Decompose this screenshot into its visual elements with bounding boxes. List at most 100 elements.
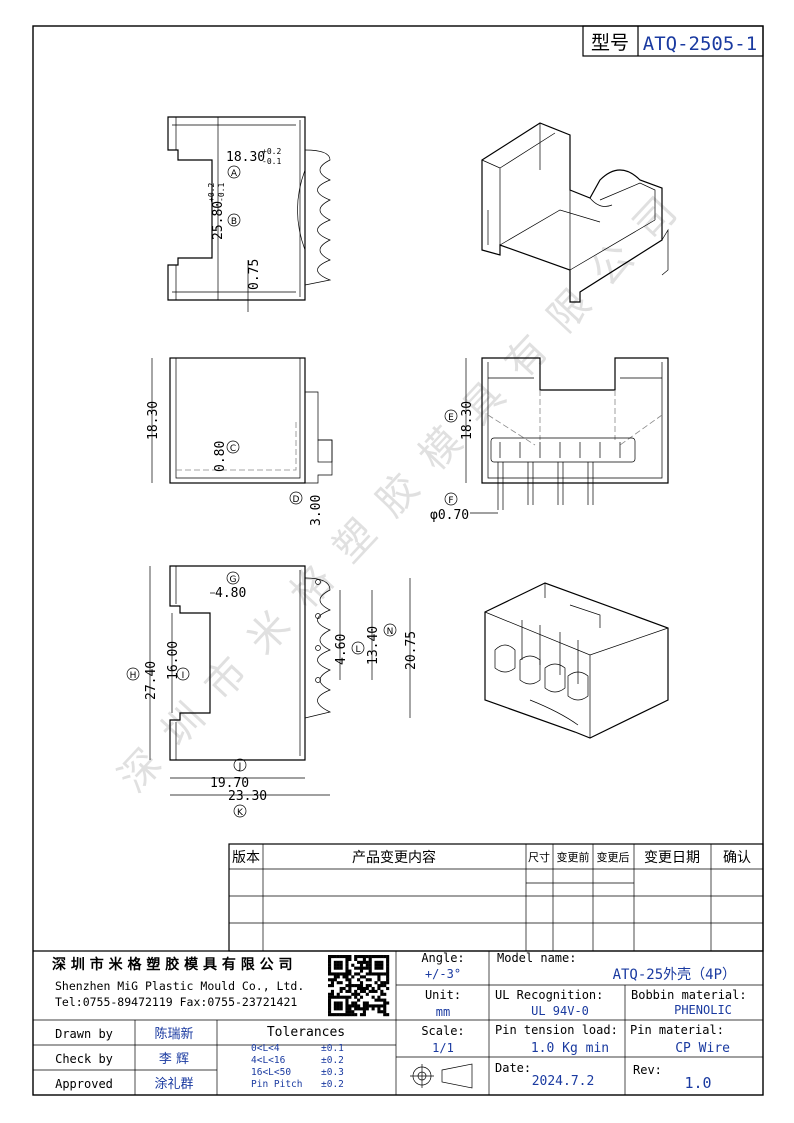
- ul-value: UL 94V-0: [531, 1004, 589, 1018]
- tolerance-range: 4<L<16: [251, 1055, 286, 1066]
- top-view: 18.30 +0.2 -0.1 A 25.80 +0.2 -0.1 B 0.75: [167, 116, 332, 312]
- rev-header-before: 变更前: [557, 850, 590, 864]
- bobbin-value: PHENOLIC: [674, 1003, 732, 1017]
- drawn-by-label: Drawn by: [55, 1027, 113, 1041]
- bottom-n-value: 13.40: [366, 626, 381, 665]
- watermark-char: 米: [239, 603, 300, 664]
- marker-a: A: [231, 169, 238, 179]
- front-height: 18.30: [146, 401, 161, 440]
- bottom-k-value: 23.30: [228, 789, 267, 804]
- dim-a-value: 18.30: [226, 150, 265, 165]
- check-by-value: 李 辉: [159, 1052, 189, 1067]
- watermark-char: 深: [110, 741, 171, 802]
- watermark-char: 公: [582, 235, 643, 296]
- tolerances-label: Tolerances: [267, 1025, 345, 1040]
- approved-label: Approved: [55, 1077, 113, 1091]
- watermark-char: 胶: [368, 465, 429, 526]
- side-pin-dia: φ0.70: [430, 508, 469, 523]
- marker-n: N: [387, 627, 394, 637]
- sheet-border: [32, 25, 764, 1096]
- pin-tension-value: 1.0 Kg min: [531, 1041, 609, 1056]
- title-block: 深 圳 市 米 格 塑 胶 模 具 有 限 公 司 Shenzhen MiG P…: [33, 950, 763, 1095]
- dim-a-tol-minus: -0.1: [262, 157, 281, 166]
- rev-label: Rev:: [633, 1063, 662, 1077]
- bottom-h-value: 27.40: [144, 661, 159, 700]
- front-wall: 0.80: [213, 441, 228, 472]
- company-contact: Tel:0755-89472119 Fax:0755-23721421: [55, 995, 297, 1009]
- rev-header-version: 版本: [232, 850, 260, 866]
- approved-value: 涂礼群: [154, 1076, 193, 1092]
- angle-value: +/-3°: [425, 967, 461, 981]
- tolerance-range: Pin Pitch: [251, 1079, 302, 1090]
- company-name-cn: 深 圳 市 米 格 塑 胶 模 具 有 限 公 司: [52, 956, 293, 973]
- pin-material-value: CP Wire: [675, 1041, 730, 1056]
- front-pin-len: 3.00: [309, 495, 324, 526]
- drawn-by-value: 陈瑞新: [154, 1026, 193, 1042]
- check-by-label: Check by: [55, 1052, 113, 1066]
- bottom-g-value: 4.80: [215, 586, 246, 601]
- bottom-view: G 4.80 H 27.40 16.00 I 4.60 L 13.40 N 20…: [126, 565, 419, 818]
- marker-c: C: [230, 444, 236, 454]
- marker-l: L: [355, 645, 360, 655]
- iso-view-top: [481, 122, 669, 303]
- bottom-m-value: 20.75: [404, 631, 419, 670]
- marker-i: I: [182, 671, 185, 681]
- model-header: 型号 ATQ-2505-1: [582, 25, 764, 57]
- tolerance-value: ±0.1: [321, 1043, 344, 1054]
- pin-tension-label: Pin tension load:: [495, 1023, 618, 1037]
- qr-code: [328, 955, 390, 1017]
- marker-e: E: [448, 413, 454, 423]
- model-name-label: Model name:: [497, 951, 576, 965]
- dim-thickness: 0.75: [247, 259, 262, 290]
- watermark-char: 有: [496, 327, 557, 388]
- model-label: 型号: [591, 32, 629, 54]
- marker-b: B: [231, 217, 237, 227]
- marker-g: G: [230, 575, 237, 585]
- scale-value: 1/1: [432, 1041, 454, 1055]
- iso-view-bottom: [484, 582, 669, 739]
- watermark-char: 圳: [153, 695, 214, 756]
- tolerance-value: ±0.2: [321, 1079, 344, 1090]
- tolerance-range: 0<L<4: [251, 1043, 280, 1054]
- tolerance-value: ±0.3: [321, 1067, 344, 1078]
- scale-label: Scale:: [421, 1024, 464, 1038]
- side-view: E 18.30 F φ0.70: [430, 357, 669, 523]
- marker-f: F: [448, 496, 453, 506]
- tolerance-range: 16<L<50: [251, 1067, 291, 1078]
- front-view: 18.30 0.80 C D 3.00: [146, 357, 333, 526]
- marker-j: J: [238, 762, 242, 772]
- marker-k: K: [237, 808, 244, 818]
- unit-value: mm: [436, 1005, 450, 1019]
- watermark-char: 塑: [325, 511, 386, 572]
- rev-header-date: 变更日期: [644, 850, 700, 866]
- watermark-char: 市: [196, 649, 257, 710]
- rev-header-size: 尺寸: [528, 850, 550, 864]
- angle-label: Angle:: [421, 951, 464, 965]
- side-height: 18.30: [460, 401, 475, 440]
- dim-b-value: 25.80: [211, 201, 226, 240]
- bobbin-label: Bobbin material:: [631, 988, 747, 1002]
- ul-label: UL Recognition:: [495, 988, 603, 1002]
- rev-header-confirm: 确认: [723, 850, 751, 866]
- marker-h: H: [130, 671, 137, 681]
- date-label: Date:: [495, 1061, 531, 1075]
- dim-b-tol-minus: -0.1: [217, 183, 226, 202]
- unit-label: Unit:: [425, 988, 461, 1002]
- bottom-i-value: 16.00: [166, 641, 181, 680]
- projection-symbol: [410, 1063, 473, 1089]
- company-name-en: Shenzhen MiG Plastic Mould Co., Ltd.: [55, 979, 304, 993]
- revision-table: 版本 产品变更内容 尺寸 变更前 变更后 变更日期 确认: [228, 843, 764, 952]
- watermark-char: 司: [625, 189, 686, 250]
- model-code: ATQ-2505-1: [643, 33, 757, 55]
- rev-header-content: 产品变更内容: [352, 849, 436, 866]
- dim-a-tol-plus: +0.2: [262, 147, 281, 156]
- bottom-l-value: 4.60: [334, 634, 349, 665]
- marker-d: D: [293, 495, 300, 505]
- date-value: 2024.7.2: [532, 1074, 595, 1089]
- model-name-value: ATQ-25外壳（4P）: [613, 966, 736, 983]
- tolerance-value: ±0.2: [321, 1055, 344, 1066]
- dim-b-tol-plus: +0.2: [207, 183, 216, 202]
